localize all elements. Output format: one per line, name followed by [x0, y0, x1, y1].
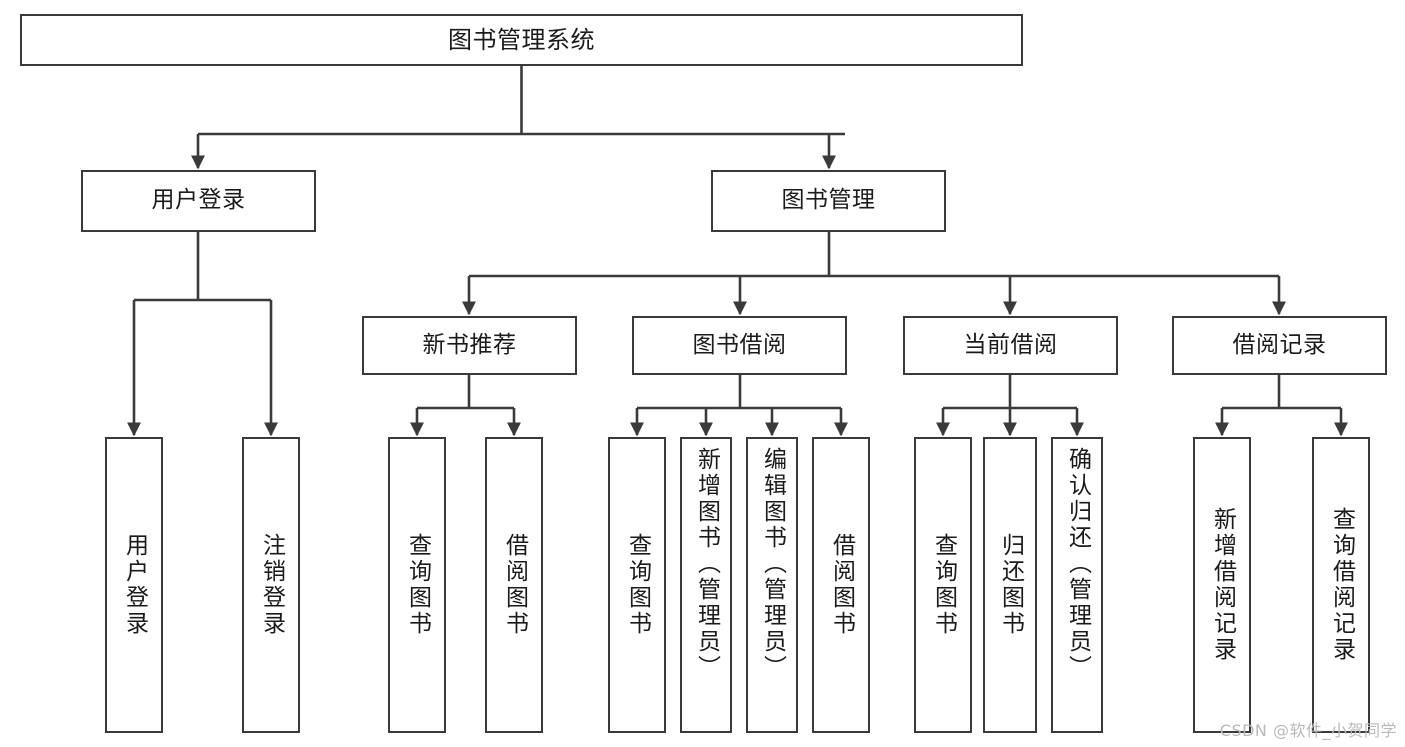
node-leaf-user-login[interactable]: 用户登录 [105, 437, 163, 733]
node-label: 图书管理系统 [448, 25, 595, 54]
node-leaf-borrow-book-2[interactable]: 借阅图书 [812, 437, 870, 733]
node-new-book-recommend[interactable]: 新书推荐 [362, 316, 577, 375]
node-label: 查询图书 [624, 533, 651, 637]
node-book-borrow[interactable]: 图书借阅 [632, 316, 847, 375]
node-label: 借阅图书 [828, 533, 855, 637]
node-label: 确认归还（管理员） [1064, 447, 1091, 681]
node-borrow-record[interactable]: 借阅记录 [1172, 316, 1387, 375]
node-root-system[interactable]: 图书管理系统 [20, 14, 1023, 66]
node-label: 用户登录 [151, 187, 246, 214]
csdn-watermark: CSDN @软件_小贺同学 [1219, 721, 1397, 740]
node-current-borrow[interactable]: 当前借阅 [903, 316, 1118, 375]
node-leaf-query-record[interactable]: 查询借阅记录 [1312, 437, 1370, 733]
node-label: 查询图书 [930, 533, 957, 637]
node-label: 编辑图书（管理员） [759, 447, 786, 681]
node-label: 当前借阅 [963, 331, 1058, 358]
node-label: 借阅记录 [1232, 331, 1327, 358]
node-label: 查询借阅记录 [1328, 507, 1355, 663]
node-leaf-query-book-3[interactable]: 查询图书 [914, 437, 972, 733]
node-leaf-confirm-return[interactable]: 确认归还（管理员） [1051, 437, 1103, 733]
node-label: 借阅图书 [501, 533, 528, 637]
node-book-manage[interactable]: 图书管理 [711, 170, 946, 232]
node-leaf-query-book-2[interactable]: 查询图书 [608, 437, 666, 733]
node-label: 查询图书 [404, 533, 431, 637]
node-label: 归还图书 [997, 533, 1024, 637]
node-label: 图书借阅 [692, 331, 787, 358]
node-leaf-add-record[interactable]: 新增借阅记录 [1193, 437, 1251, 733]
node-leaf-borrow-book-1[interactable]: 借阅图书 [485, 437, 543, 733]
node-label: 注销登录 [258, 533, 285, 637]
node-label: 新增借阅记录 [1209, 507, 1236, 663]
node-leaf-logout[interactable]: 注销登录 [242, 437, 300, 733]
node-leaf-add-book[interactable]: 新增图书（管理员） [680, 437, 732, 733]
node-leaf-return-book[interactable]: 归还图书 [983, 437, 1037, 733]
node-label: 图书管理 [781, 187, 876, 214]
node-leaf-edit-book[interactable]: 编辑图书（管理员） [746, 437, 798, 733]
node-label: 新书推荐 [422, 331, 517, 358]
node-label: 新增图书（管理员） [693, 447, 720, 681]
node-leaf-query-book-1[interactable]: 查询图书 [388, 437, 446, 733]
node-user-login[interactable]: 用户登录 [81, 170, 316, 232]
node-label: 用户登录 [121, 533, 148, 637]
